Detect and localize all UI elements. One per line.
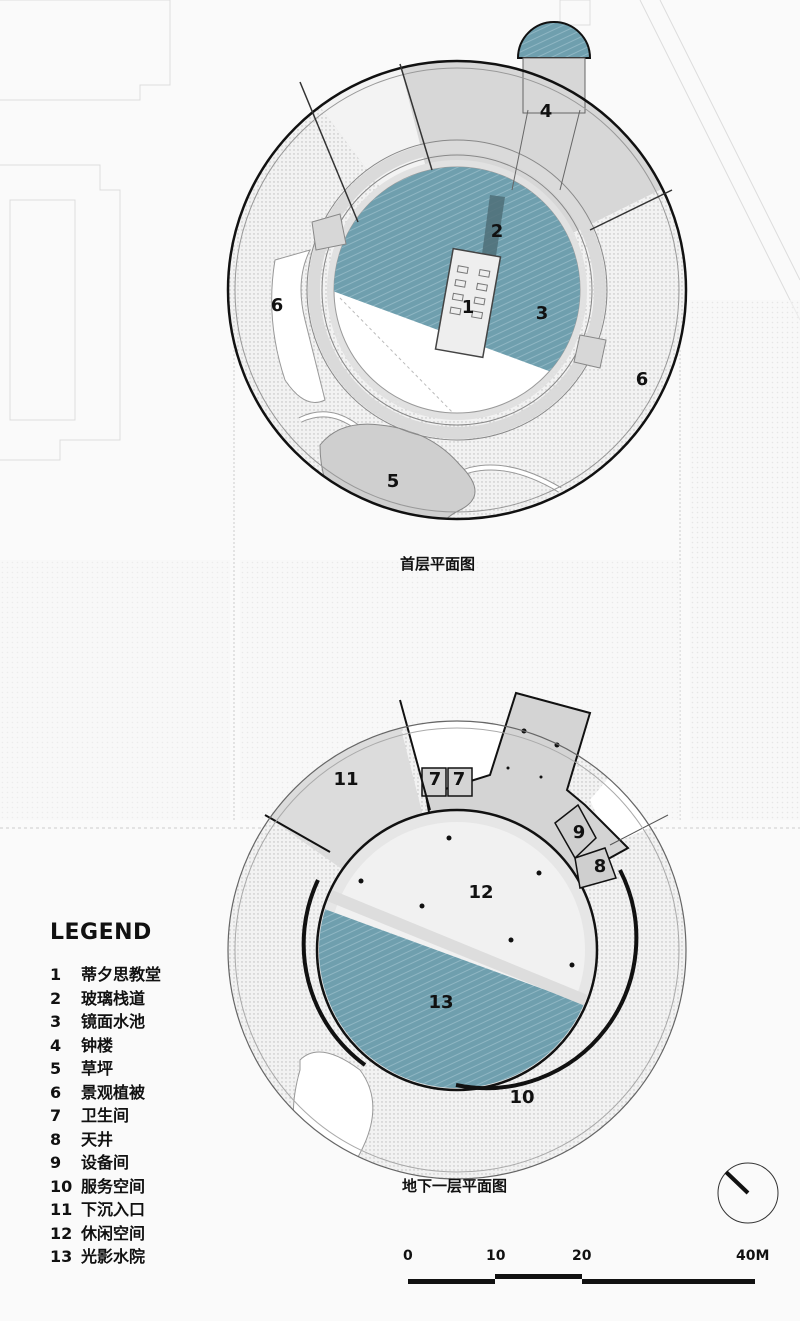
area-number-label: 8 xyxy=(594,856,607,877)
legend-item: 11 下沉入口 xyxy=(50,1198,161,1222)
legend-number: 7 xyxy=(50,1106,62,1125)
legend-label: 下沉入口 xyxy=(81,1200,146,1219)
ground-floor-plan xyxy=(226,21,688,521)
legend-number: 6 xyxy=(50,1082,62,1102)
legend-item: 2 玻璃栈道 xyxy=(50,987,161,1011)
legend-label: 卫生间 xyxy=(81,1106,130,1125)
legend-number: 11 xyxy=(50,1200,73,1219)
area-number-label: 7 xyxy=(453,769,466,790)
legend-number: 10 xyxy=(50,1176,73,1196)
legend-label: 镜面水池 xyxy=(81,1012,146,1031)
legend-label: 景观植被 xyxy=(81,1082,146,1102)
area-number-label: 12 xyxy=(468,882,493,903)
legend-number: 9 xyxy=(50,1153,62,1172)
scale-bar xyxy=(408,1274,755,1284)
area-number-label: 6 xyxy=(271,295,284,316)
scale-tick-40: 40M xyxy=(736,1248,770,1264)
legend-number: 3 xyxy=(50,1012,62,1031)
legend-number: 5 xyxy=(50,1059,62,1078)
legend-label: 草坪 xyxy=(81,1059,114,1078)
area-number-label: 13 xyxy=(428,992,453,1013)
legend-label: 玻璃栈道 xyxy=(81,988,146,1008)
area-number-label: 2 xyxy=(491,221,504,242)
legend-item: 6 景观植被 xyxy=(50,1081,161,1105)
area-number-label: 4 xyxy=(540,101,553,122)
legend-number: 1 xyxy=(50,965,62,984)
legend-item: 12 休闲空间 xyxy=(50,1222,161,1246)
legend-label: 设备间 xyxy=(81,1153,130,1172)
area-number-label: 6 xyxy=(636,369,649,390)
legend-item: 9 设备间 xyxy=(50,1151,161,1175)
legend-item: 7 卫生间 xyxy=(50,1104,161,1128)
legend-number: 13 xyxy=(50,1247,73,1266)
ground-floor-labels: 1 2 3 4 5 6 6 xyxy=(271,101,649,492)
area-number-label: 3 xyxy=(536,303,549,324)
legend-item: 13 光影水院 xyxy=(50,1245,161,1269)
basement-floor-title: 地下一层平面图 xyxy=(402,1177,508,1195)
legend-item: 3 镜面水池 xyxy=(50,1010,161,1034)
area-number-label: 9 xyxy=(573,822,586,843)
legend-label: 蒂夕思教堂 xyxy=(81,965,162,984)
scale-tick-10: 10 xyxy=(486,1248,506,1264)
legend-number: 4 xyxy=(50,1035,62,1055)
scale-tick-20: 20 xyxy=(572,1248,592,1264)
legend-number: 12 xyxy=(50,1223,73,1243)
area-number-label: 10 xyxy=(509,1087,534,1108)
legend-label: 光影水院 xyxy=(81,1247,146,1266)
legend-label: 服务空间 xyxy=(81,1176,146,1196)
area-number-label: 7 xyxy=(429,769,442,790)
legend-label: 休闲空间 xyxy=(81,1223,146,1243)
basement-plan xyxy=(227,691,687,1180)
legend-label: 天井 xyxy=(81,1129,114,1149)
area-number-label: 5 xyxy=(387,471,400,492)
legend-number: 2 xyxy=(50,988,62,1008)
area-number-label: 1 xyxy=(462,297,475,318)
columns xyxy=(358,728,575,968)
scale-tick-0: 0 xyxy=(403,1248,413,1264)
legend-item: 4 钟楼 xyxy=(50,1034,161,1058)
legend-item: 8 天井 xyxy=(50,1128,161,1152)
site-context xyxy=(0,0,800,829)
ground-floor-title: 首层平面图 xyxy=(400,555,476,573)
legend-title: LEGEND xyxy=(50,920,152,945)
legend-item: 10 服务空间 xyxy=(50,1175,161,1199)
area-number-label: 11 xyxy=(333,769,358,790)
legend-label: 钟楼 xyxy=(81,1035,114,1055)
legend-number: 8 xyxy=(50,1129,62,1149)
north-arrow-icon xyxy=(717,1162,779,1224)
legend-item: 1 蒂夕思教堂 xyxy=(50,963,161,987)
legend-item: 5 草坪 xyxy=(50,1057,161,1081)
